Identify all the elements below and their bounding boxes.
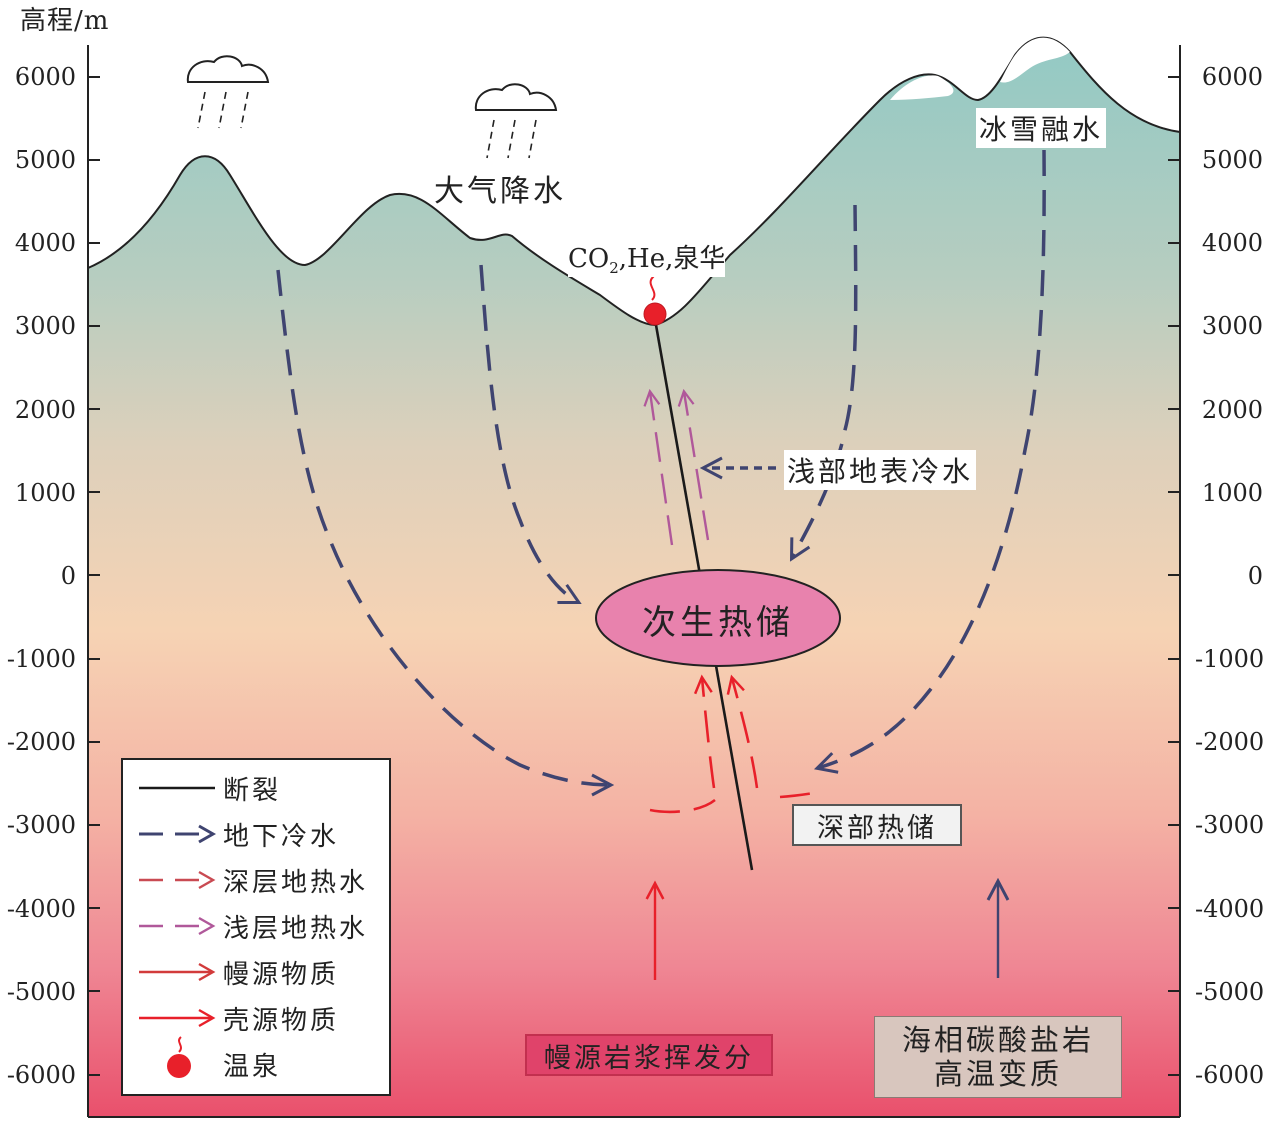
left-tick-label: -6000 — [6, 1061, 76, 1089]
cold-water-path — [818, 149, 1046, 768]
spring-gas-rest: ,He,泉华 — [618, 244, 726, 274]
marine-carbonate-line2: 高温变质 — [933, 1057, 1062, 1091]
secondary-reservoir — [595, 569, 841, 667]
legend-label: 地下冷水 — [223, 822, 340, 852]
mantle-volatile-label: 幔源岩浆挥发分 — [525, 1034, 773, 1076]
right-tick-label: -6000 — [1195, 1061, 1264, 1089]
legend-item-hot-spring: 温泉 — [123, 1036, 391, 1088]
spring-gas-label: CO2,He,泉华 — [568, 238, 726, 278]
legend: 断裂 地下冷水 深层地热水 浅层地热水 幔源物质 壳源物质 温泉 — [121, 758, 391, 1096]
left-tick-label: -2000 — [6, 728, 76, 756]
left-tick-label: 0 — [60, 562, 76, 590]
right-tick-label: 0 — [1247, 562, 1263, 590]
secondary-reservoir-label: 次生热储 — [642, 602, 794, 643]
cold-water-arrow-icon — [139, 824, 217, 844]
axis-title: 高程/m — [20, 6, 110, 36]
marine-carbonate-box: 海相碳酸盐岩 高温变质 — [874, 1016, 1122, 1098]
legend-item-mantle: 幔源物质 — [123, 950, 391, 996]
right-tick-label: 4000 — [1201, 229, 1263, 257]
right-tick-label: -3000 — [1195, 811, 1264, 839]
left-tick-label: 2000 — [14, 396, 76, 424]
legend-item-deep-geothermal: 深层地热水 — [123, 858, 391, 904]
snow-cap — [890, 75, 954, 100]
cold-water-path — [792, 204, 858, 558]
right-tick-label: 1000 — [1201, 479, 1263, 507]
left-tick-label: 6000 — [14, 63, 76, 91]
legend-label: 温泉 — [223, 1052, 282, 1082]
left-tick-label: 1000 — [14, 479, 76, 507]
left-tick-label: 5000 — [14, 146, 76, 174]
deep-geothermal-arc — [779, 790, 821, 799]
shallow-geothermal-arrow-icon — [139, 916, 216, 936]
legend-label: 深层地热水 — [223, 868, 369, 898]
cold-water-path — [276, 269, 610, 785]
legend-label: 断裂 — [223, 776, 282, 806]
spring-gas-co: CO — [568, 244, 610, 274]
right-tick-label: 3000 — [1201, 312, 1263, 340]
shallow-geothermal-arrow — [684, 392, 710, 541]
deep-reservoir-label: 深部热储 — [792, 804, 962, 846]
snowmelt-label: 冰雪融水 — [976, 108, 1107, 148]
legend-label: 壳源物质 — [223, 1006, 340, 1036]
deep-geothermal-arrow — [702, 678, 716, 789]
legend-item-shallow-geothermal: 浅层地热水 — [123, 904, 391, 950]
crust-arrow-icon — [139, 1008, 216, 1028]
left-tick-label: 4000 — [14, 229, 76, 257]
right-tick-label: 6000 — [1201, 63, 1263, 91]
right-tick-label: -1000 — [1195, 645, 1264, 673]
right-tick-label: -5000 — [1195, 978, 1264, 1006]
legend-item-crust: 壳源物质 — [123, 996, 391, 1042]
deep-geothermal-arrow — [732, 678, 759, 789]
legend-item-cold-water: 地下冷水 — [123, 812, 391, 858]
legend-label: 浅层地热水 — [223, 914, 369, 944]
legend-item-fault: 断裂 — [123, 766, 391, 812]
hot-spring-icon — [167, 1036, 191, 1078]
right-tick-label: -2000 — [1195, 728, 1264, 756]
right-ticks — [1168, 76, 1180, 1076]
left-ticks — [88, 76, 100, 1076]
cloud-icon — [186, 55, 270, 129]
right-tick-label: 2000 — [1201, 396, 1263, 424]
shallow-geothermal-arrow — [650, 392, 674, 546]
legend-label: 幔源物质 — [223, 960, 340, 990]
left-tick-label: -4000 — [6, 895, 76, 923]
precipitation-label: 大气降水 — [434, 174, 566, 209]
cloud-icon — [474, 83, 558, 159]
deep-geothermal-arrow-icon — [139, 870, 216, 890]
right-tick-label: -4000 — [1195, 895, 1264, 923]
left-tick-label: 3000 — [14, 312, 76, 340]
marine-carbonate-line1: 海相碳酸盐岩 — [901, 1023, 1094, 1057]
fault-line-icon — [139, 786, 215, 790]
terrain-outline — [87, 36, 1181, 327]
left-tick-label: -3000 — [6, 811, 76, 839]
right-tick-label: 5000 — [1201, 146, 1263, 174]
cold-water-path — [479, 264, 578, 602]
snow-cap — [1000, 37, 1070, 83]
shallow-cold-label: 浅部地表冷水 — [784, 450, 977, 490]
spring-gas-subscript: 2 — [609, 259, 619, 278]
left-tick-label: -1000 — [6, 645, 76, 673]
left-tick-label: -5000 — [6, 978, 76, 1006]
deep-geothermal-arc — [649, 798, 716, 814]
mantle-arrow-icon — [139, 962, 216, 982]
